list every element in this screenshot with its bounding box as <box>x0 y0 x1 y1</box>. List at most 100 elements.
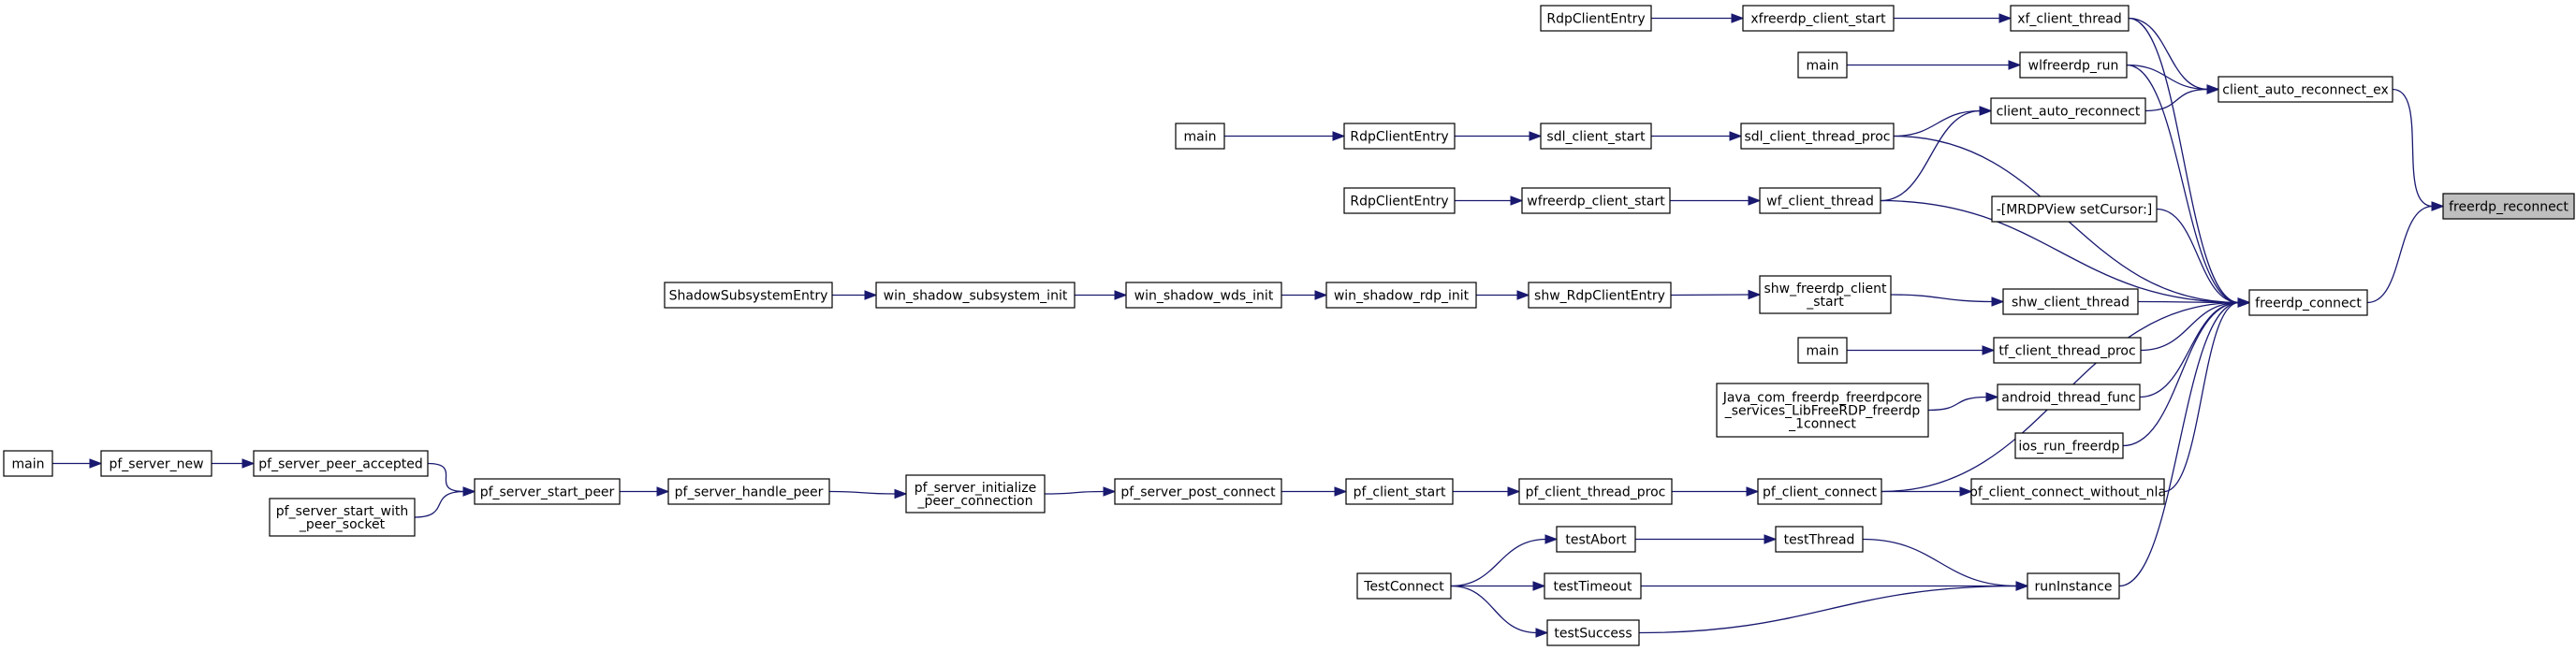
node-box <box>474 478 621 505</box>
node-testconnect[interactable]: TestConnect <box>1356 572 1452 600</box>
node-box <box>1528 282 1672 309</box>
node-rdpcliententry-1[interactable]: RdpClientEntry <box>1540 5 1652 32</box>
node-win-shadow-wds-init[interactable]: win_shadow_wds_init <box>1125 282 1282 309</box>
node-testsuccess[interactable]: testSuccess <box>1546 619 1640 646</box>
node-xfreerdp-client-start[interactable]: xfreerdp_client_start <box>1742 5 1895 32</box>
node-pf-server-post-connect[interactable]: pf_server_post_connect <box>1114 478 1282 505</box>
node-sdl-client-start[interactable]: sdl_client_start <box>1540 123 1652 150</box>
edge-main_4-to-pf_server_new <box>51 458 103 469</box>
node-pf-server-peer-accepted[interactable]: pf_server_peer_accepted <box>253 450 429 477</box>
edge-pf_server_handle_peer-to-pf_server_initialize_peer_connection <box>828 488 908 499</box>
edge-pf_server_initialize_peer_connection-to-pf_server_post_connect <box>1044 486 1117 497</box>
node-pf-client-connect-without-nla[interactable]: pf_client_connect_without_nla <box>1969 478 2166 505</box>
node-android-thread-func[interactable]: android_thread_func <box>1997 383 2141 411</box>
node-freerdp-reconnect[interactable]: freerdp_reconnect <box>2442 193 2575 220</box>
node-label: RdpClientEntry <box>1350 195 1448 210</box>
node-client-auto-reconnect-ex[interactable]: client_auto_reconnect_ex <box>2217 76 2393 103</box>
node-label: pf_client_thread_proc <box>1526 485 1666 500</box>
node-label: pf_server_handle_peer <box>675 485 824 500</box>
arrowhead <box>1748 195 1762 206</box>
node-mrdpview[interactable]: -[MRDPView setCursor:] <box>1991 195 2158 223</box>
node-label: android_thread_func <box>2001 391 2135 406</box>
node-pf-server-start-peer[interactable]: pf_server_start_peer <box>474 478 621 505</box>
node-wf-client-thread[interactable]: wf_client_thread <box>1759 187 1881 214</box>
arrowhead <box>2008 60 2022 70</box>
arrowhead <box>1748 289 1762 300</box>
node-ios-run-freerdp[interactable]: ios_run_freerdp <box>2014 432 2124 459</box>
node-box <box>1521 187 1671 214</box>
node-testabort[interactable]: testAbort <box>1556 526 1636 553</box>
node-box <box>1114 478 1282 505</box>
node-box <box>667 478 830 505</box>
node-shadowsubsystementry[interactable]: ShadowSubsystemEntry <box>664 282 833 309</box>
node-sdl-client-thread-proc[interactable]: sdl_client_thread_proc <box>1740 123 1895 150</box>
node-pf-server-initialize-peer-connection[interactable]: pf_server_initialize_peer_connection <box>905 474 1046 514</box>
node-shw-rdpcliententry[interactable]: shw_RdpClientEntry <box>1528 282 1672 309</box>
edge-main_1-to-wlfreerdp_run <box>1847 60 2022 70</box>
node-xf-client-thread[interactable]: xf_client_thread <box>2010 5 2130 32</box>
node-label: testThread <box>1784 533 1855 548</box>
node-box <box>2217 76 2393 103</box>
edge-TestConnect-to-testTimeout <box>1450 581 1546 591</box>
node-box <box>1797 337 1848 364</box>
node-win-shadow-rdp-init[interactable]: win_shadow_rdp_init <box>1325 282 1477 309</box>
node-pf-server-new[interactable]: pf_server_new <box>100 450 212 477</box>
node-testtimeout[interactable]: testTimeout <box>1544 572 1642 600</box>
node-box <box>1990 97 2146 124</box>
node-box <box>1797 51 1848 79</box>
node-main-3[interactable]: main <box>1797 337 1848 364</box>
node-client-auto-reconnect[interactable]: client_auto_reconnect <box>1990 97 2146 124</box>
node-java-com[interactable]: Java_com_freerdp_freerdpcore_services_Li… <box>1716 383 1929 438</box>
arrowhead <box>1985 392 1999 402</box>
edge-android_thread_func-to-freerdp_connect <box>2139 297 2251 398</box>
node-label: win_shadow_wds_init <box>1134 289 1274 304</box>
node-label: client_auto_reconnect_ex <box>2222 83 2388 98</box>
arrowhead <box>89 458 103 469</box>
node-label: RdpClientEntry <box>1350 130 1448 145</box>
node-runinstance[interactable]: runInstance <box>2027 572 2120 600</box>
node-box <box>2442 193 2575 220</box>
node-wfreerdp-client-start[interactable]: wfreerdp_client_start <box>1521 187 1671 214</box>
node-shw-freerdp-client-start[interactable]: shw_freerdp_client_start <box>1759 275 1892 314</box>
node-wlfreerdp-run[interactable]: wlfreerdp_run <box>2019 51 2128 79</box>
edge-wf_client_thread-to-client_auto_reconnect <box>1880 106 1993 202</box>
node-box <box>664 282 833 309</box>
node-box <box>1740 123 1895 150</box>
edge-pf_server_start_with_peer_socket-to-pf_server_start_peer <box>414 486 476 518</box>
node-main-2[interactable]: main <box>1175 123 1225 150</box>
node-pf-server-start-with-peer-socket[interactable]: pf_server_start_with_peer_socket <box>269 498 416 537</box>
node-box <box>2027 572 2120 600</box>
node-testthread[interactable]: testThread <box>1775 526 1864 553</box>
edge-win_shadow_subsystem_init-to-win_shadow_wds_init <box>1074 290 1128 300</box>
node-main-1[interactable]: main <box>1797 51 1848 79</box>
node-pf-client-start[interactable]: pf_client_start <box>1345 478 1454 505</box>
node-label: -[MRDPView setCursor:] <box>1997 203 2153 218</box>
node-tf-client-thread-proc[interactable]: tf_client_thread_proc <box>1993 337 2142 364</box>
node-box <box>1546 619 1640 646</box>
edge-freerdp_connect-to-freerdp_reconnect <box>2366 201 2445 304</box>
arrowhead <box>2431 201 2445 211</box>
node-box <box>1970 478 2165 505</box>
node-label: pf_server_start_peer <box>480 485 615 500</box>
arrowhead <box>1314 290 1328 300</box>
edge-pf_client_thread_proc-to-pf_client_connect <box>1671 486 1760 497</box>
edge-testTimeout-to-runInstance <box>1640 581 2029 591</box>
node-label: shw_RdpClientEntry <box>1534 289 1665 304</box>
node-pf-client-thread-proc[interactable]: pf_client_thread_proc <box>1518 478 1673 505</box>
arrowhead <box>462 486 476 497</box>
node-freerdp-connect[interactable]: freerdp_connect <box>2248 289 2368 316</box>
node-label: main <box>1807 344 1839 359</box>
node-win-shadow-subsystem-init[interactable]: win_shadow_subsystem_init <box>875 282 1076 309</box>
node-main-4[interactable]: main <box>3 450 53 477</box>
node-rdpcliententry-3[interactable]: RdpClientEntry <box>1343 187 1456 214</box>
node-rdpcliententry-2[interactable]: RdpClientEntry <box>1343 123 1456 150</box>
node-pf-client-connect[interactable]: pf_client_connect <box>1757 478 1882 505</box>
node-box <box>1759 275 1892 314</box>
node-label: main <box>1184 130 1217 145</box>
edge-RdpClientEntry_3-to-wfreerdp_client_start <box>1454 195 1524 206</box>
node-box <box>1544 572 1642 600</box>
edge-shw_RdpClientEntry-to-shw_freerdp_client_start <box>1670 289 1762 300</box>
arrowhead <box>894 488 908 499</box>
node-shw-client-thread[interactable]: shw_client_thread <box>2002 288 2139 315</box>
node-pf-server-handle-peer[interactable]: pf_server_handle_peer <box>667 478 830 505</box>
